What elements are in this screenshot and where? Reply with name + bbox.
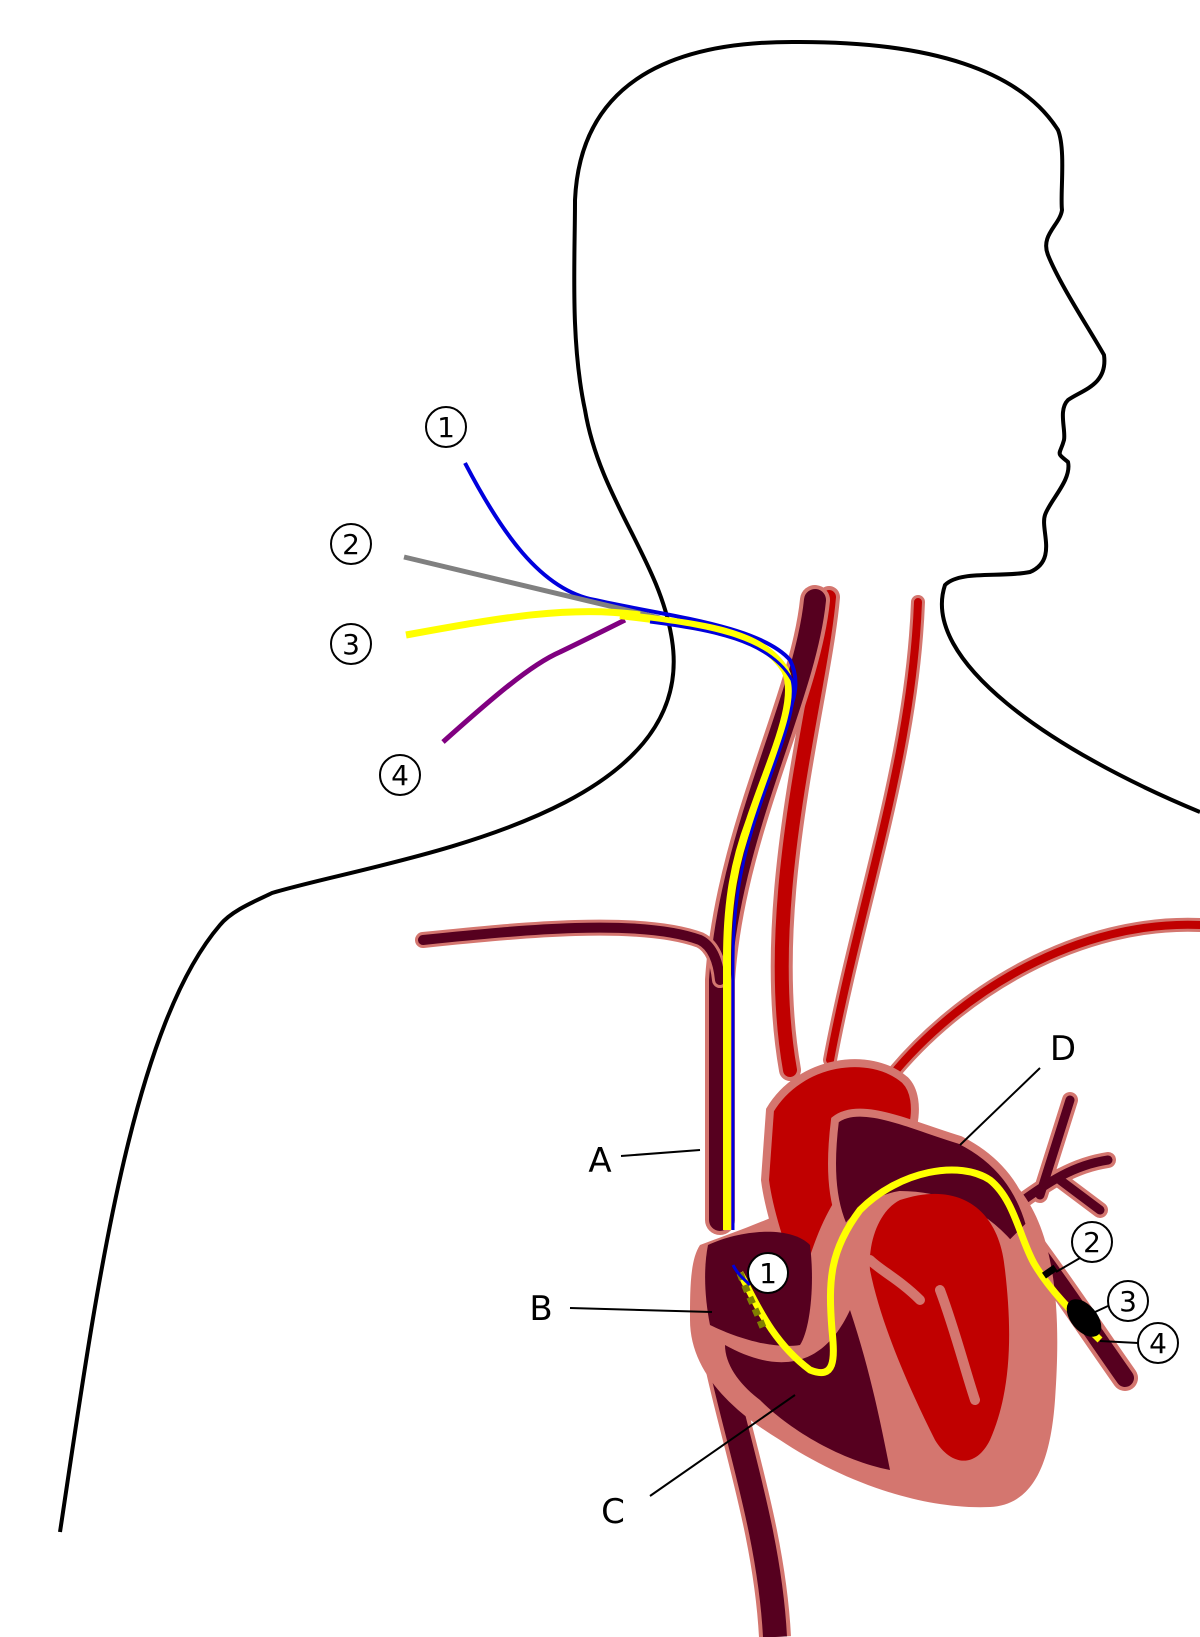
leader-a <box>620 1149 701 1157</box>
label-3: 3 <box>342 628 360 661</box>
catheter-body <box>619 611 793 1230</box>
label-b: B <box>529 1289 552 1329</box>
label-c: C <box>601 1492 625 1532</box>
label-circle-3 <box>330 623 372 665</box>
leader-d <box>959 1067 1041 1146</box>
lumen-3-line <box>405 608 641 639</box>
leader-b <box>569 1307 713 1313</box>
leader-3 <box>1094 1305 1109 1313</box>
label-1: 1 <box>437 411 455 444</box>
heart-label-4: 4 <box>1149 1327 1167 1360</box>
heart-label-2: 2 <box>1083 1226 1101 1259</box>
subclavian-artery-lumen <box>884 920 1200 1084</box>
pulmonary-artery-branch <box>1002 1092 1116 1218</box>
catheter-tip-blue <box>731 1264 752 1287</box>
catheter-inner-lumen <box>649 620 795 1230</box>
heart-label-circle-3 <box>1107 1280 1149 1322</box>
heart-label-circle-2 <box>1071 1221 1113 1263</box>
right-ventricle <box>725 1310 890 1470</box>
catheter-balloon <box>1066 1299 1102 1337</box>
label-circle-4 <box>379 754 421 796</box>
papillary-muscle <box>865 1255 980 1405</box>
catheter-in-heart <box>736 1166 1103 1376</box>
label-circle-1 <box>425 406 467 448</box>
leader-4 <box>1099 1340 1139 1344</box>
label-a: A <box>588 1141 611 1181</box>
leader-2 <box>1055 1257 1081 1273</box>
heart-label-1: 1 <box>759 1257 777 1290</box>
lumen-1-line <box>463 462 798 721</box>
carotid-artery-lumen <box>774 590 836 1077</box>
heart-label-circle-1 <box>747 1252 789 1294</box>
brachiocephalic-vein-lumen <box>418 922 725 985</box>
subclavian-artery <box>881 917 1200 1087</box>
leader-c <box>649 1394 796 1497</box>
catheter-marker-band <box>1041 1264 1058 1279</box>
label-2: 2 <box>342 528 360 561</box>
heart-label-circle-4 <box>1137 1322 1179 1364</box>
heart-label-3: 3 <box>1119 1285 1137 1318</box>
lumen-4-line <box>441 617 627 744</box>
lumen-2-line <box>403 554 661 621</box>
label-circle-2 <box>330 523 372 565</box>
body-outline <box>58 39 1200 1533</box>
left-carotid-artery-lumen <box>826 598 922 1064</box>
label-d: D <box>1050 1029 1076 1069</box>
label-4: 4 <box>391 759 409 792</box>
